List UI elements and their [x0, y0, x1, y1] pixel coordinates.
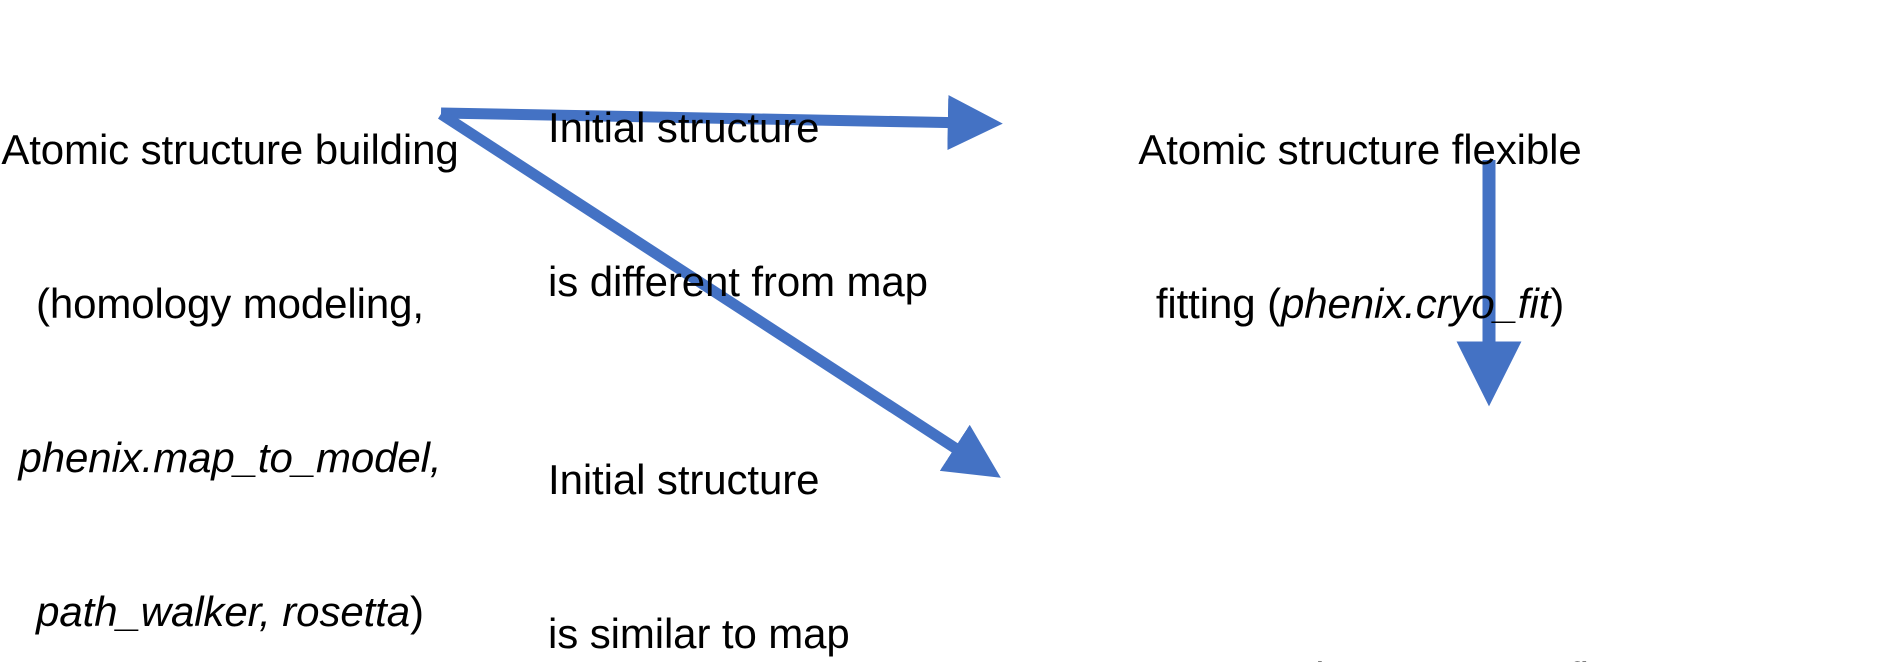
edge-label-similar-to-map: Initial structure is similar to map — [548, 352, 928, 662]
edge-label-similar-line-1: Initial structure — [548, 456, 820, 504]
node-atomic-structure-building: Atomic structure building (homology mode… — [0, 22, 460, 662]
node-building-line-1: Atomic structure building — [1, 126, 459, 174]
node-flexible-fitting-suffix: ) — [1550, 280, 1565, 328]
node-flexible-fitting-line-1: Atomic structure flexible — [1138, 126, 1582, 174]
node-building-line-4-paren: ) — [410, 587, 424, 635]
node-building-line-2: (homology modeling, — [36, 280, 424, 328]
node-flexible-fitting-prefix: fitting ( — [1155, 280, 1281, 328]
node-building-line-4: path_walker, rosetta) — [0, 586, 460, 637]
node-building-line-3: phenix.map_to_model, — [18, 433, 442, 481]
edge-label-similar-line-2: is similar to map — [548, 610, 850, 658]
node-atomic-structure-flexible-fitting: Atomic structure flexible fitting (pheni… — [1080, 22, 1640, 432]
node-refinement-line-1: Atomic structure refinement — [1062, 652, 1884, 662]
node-atomic-structure-refinement: Atomic structure refinement (phenix.real… — [1062, 550, 1884, 662]
node-flexible-fitting-line-2: fitting (phenix.cryo_fit) — [1080, 278, 1640, 329]
edge-label-different-from-map: Initial structure is different from map — [548, 0, 928, 410]
edge-label-different-line-2: is different from map — [548, 258, 928, 306]
edge-label-different-line-1: Initial structure — [548, 104, 820, 152]
node-flexible-fitting-tool: phenix.cryo_fit — [1280, 280, 1551, 328]
node-building-line-4-tools: path_walker, rosetta — [36, 587, 410, 635]
